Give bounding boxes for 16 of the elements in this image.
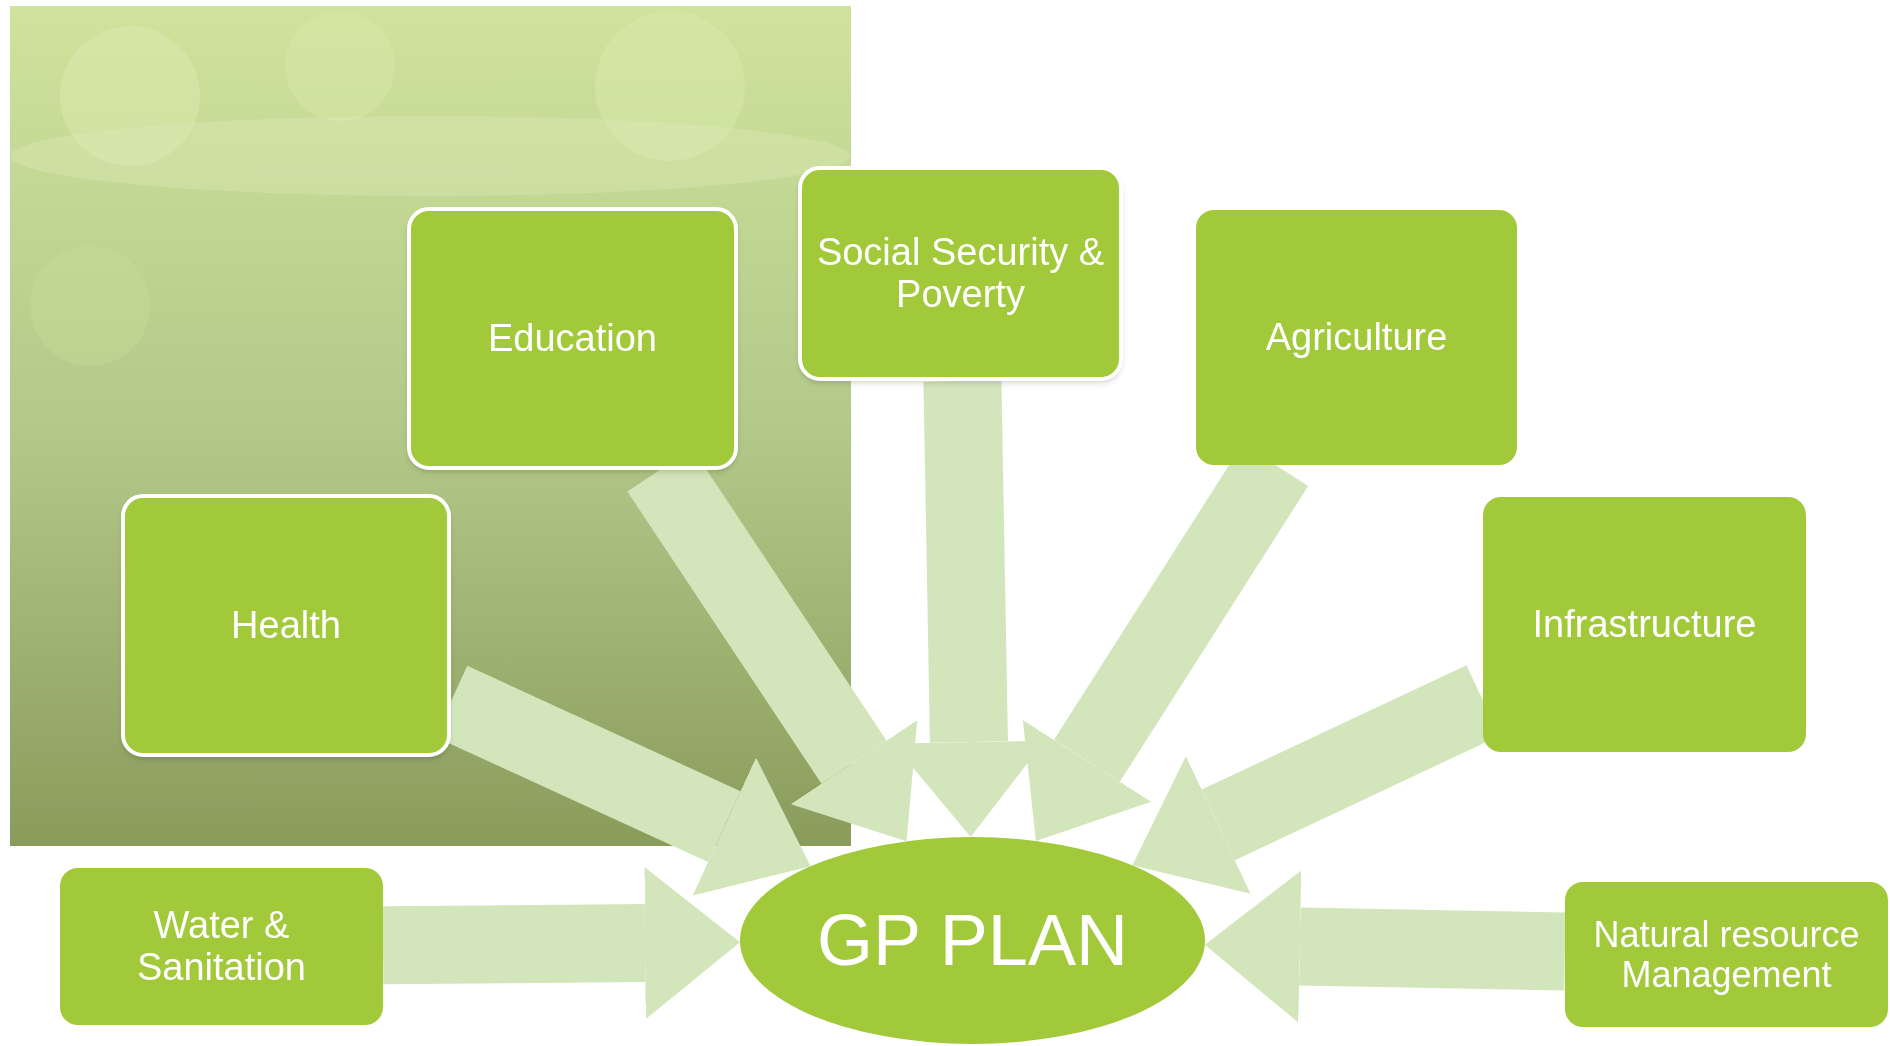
node-label: Agriculture bbox=[1265, 316, 1448, 359]
topic-box bbox=[60, 868, 383, 1025]
node-label: Natural resource Management bbox=[1592, 914, 1861, 995]
node-label: Water & Sanitation bbox=[136, 904, 307, 989]
topic-box bbox=[1565, 882, 1888, 1027]
arrow bbox=[382, 867, 741, 1020]
topic-box bbox=[121, 494, 451, 757]
node-label: GP PLAN bbox=[817, 900, 1128, 981]
topic-box bbox=[407, 207, 738, 470]
node-label: Social Security & Poverty bbox=[815, 231, 1106, 316]
node-label: Education bbox=[488, 317, 657, 360]
topic-box bbox=[1196, 210, 1517, 465]
arrow bbox=[1204, 870, 1566, 1023]
node-label: Infrastructure bbox=[1532, 603, 1757, 646]
topic-box bbox=[1483, 497, 1806, 752]
node-label: Health bbox=[231, 604, 341, 647]
